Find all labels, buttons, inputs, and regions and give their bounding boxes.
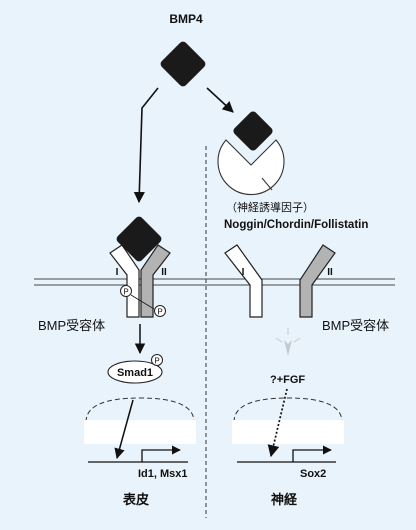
neural-gene-label: Sox2 bbox=[300, 468, 326, 480]
right-receptor-label: BMP受容体 bbox=[322, 318, 389, 333]
bmp4-to-receptor-arrow bbox=[133, 87, 159, 204]
phosphorylation-link bbox=[130, 294, 155, 310]
transcription-arrow-left bbox=[141, 445, 181, 462]
fgf-to-gene-arrow bbox=[267, 388, 288, 458]
inhibitor-pointer-line bbox=[261, 177, 273, 191]
nucleus-right-boundary bbox=[233, 397, 343, 423]
epidermis-genes-label: Id1, Msx1 bbox=[138, 468, 188, 480]
nucleus-left-boundary bbox=[85, 397, 195, 423]
right-type-ii-label: II bbox=[327, 267, 333, 278]
left-receptor-label: BMP受容体 bbox=[38, 318, 105, 333]
receptor-type-i-right bbox=[224, 244, 263, 318]
phospho-label-type-i: P bbox=[123, 288, 128, 297]
fgf-signal-label: ?+FGF bbox=[270, 374, 305, 386]
epidermis-fate-label: 表皮 bbox=[122, 492, 149, 507]
nucleus-right-band bbox=[232, 420, 344, 444]
blocked-signal-icon bbox=[275, 328, 301, 356]
smad1-ellipse bbox=[107, 360, 163, 384]
receptor-type-ii-left bbox=[140, 244, 171, 318]
right-type-i-label: I bbox=[242, 267, 245, 278]
inhibitor-label-en: Noggin/Chordin/Follistatin bbox=[224, 219, 368, 231]
smad1-phospho-label: P bbox=[154, 357, 159, 366]
left-type-ii-label: II bbox=[161, 267, 167, 278]
inhibitor-label-jp: （神経誘導因子） bbox=[226, 200, 314, 214]
smad1-phospho-circle bbox=[151, 354, 163, 366]
neural-fate-label: 神経 bbox=[271, 492, 298, 507]
nucleus-left-band bbox=[84, 420, 196, 444]
receptor-type-ii-right bbox=[299, 244, 336, 318]
bmp4-label: BMP4 bbox=[169, 12, 203, 26]
phospho-label-type-ii: P bbox=[157, 308, 162, 317]
smad-to-gene-arrow bbox=[114, 399, 134, 460]
transcription-arrow-right bbox=[292, 445, 332, 462]
bmp4-ligand-diamond bbox=[160, 41, 206, 87]
inhibitor-protein bbox=[217, 139, 285, 196]
smad1-label: Smad1 bbox=[117, 367, 153, 379]
bmp4-receptor-diamond bbox=[116, 216, 162, 262]
phospho-circle-type-i bbox=[120, 285, 132, 297]
bmp4-to-inhibitor-arrow bbox=[206, 87, 234, 113]
bmp4-bound-diamond bbox=[233, 111, 273, 151]
phospho-circle-type-ii bbox=[154, 305, 166, 317]
left-type-i-label: I bbox=[116, 267, 119, 278]
